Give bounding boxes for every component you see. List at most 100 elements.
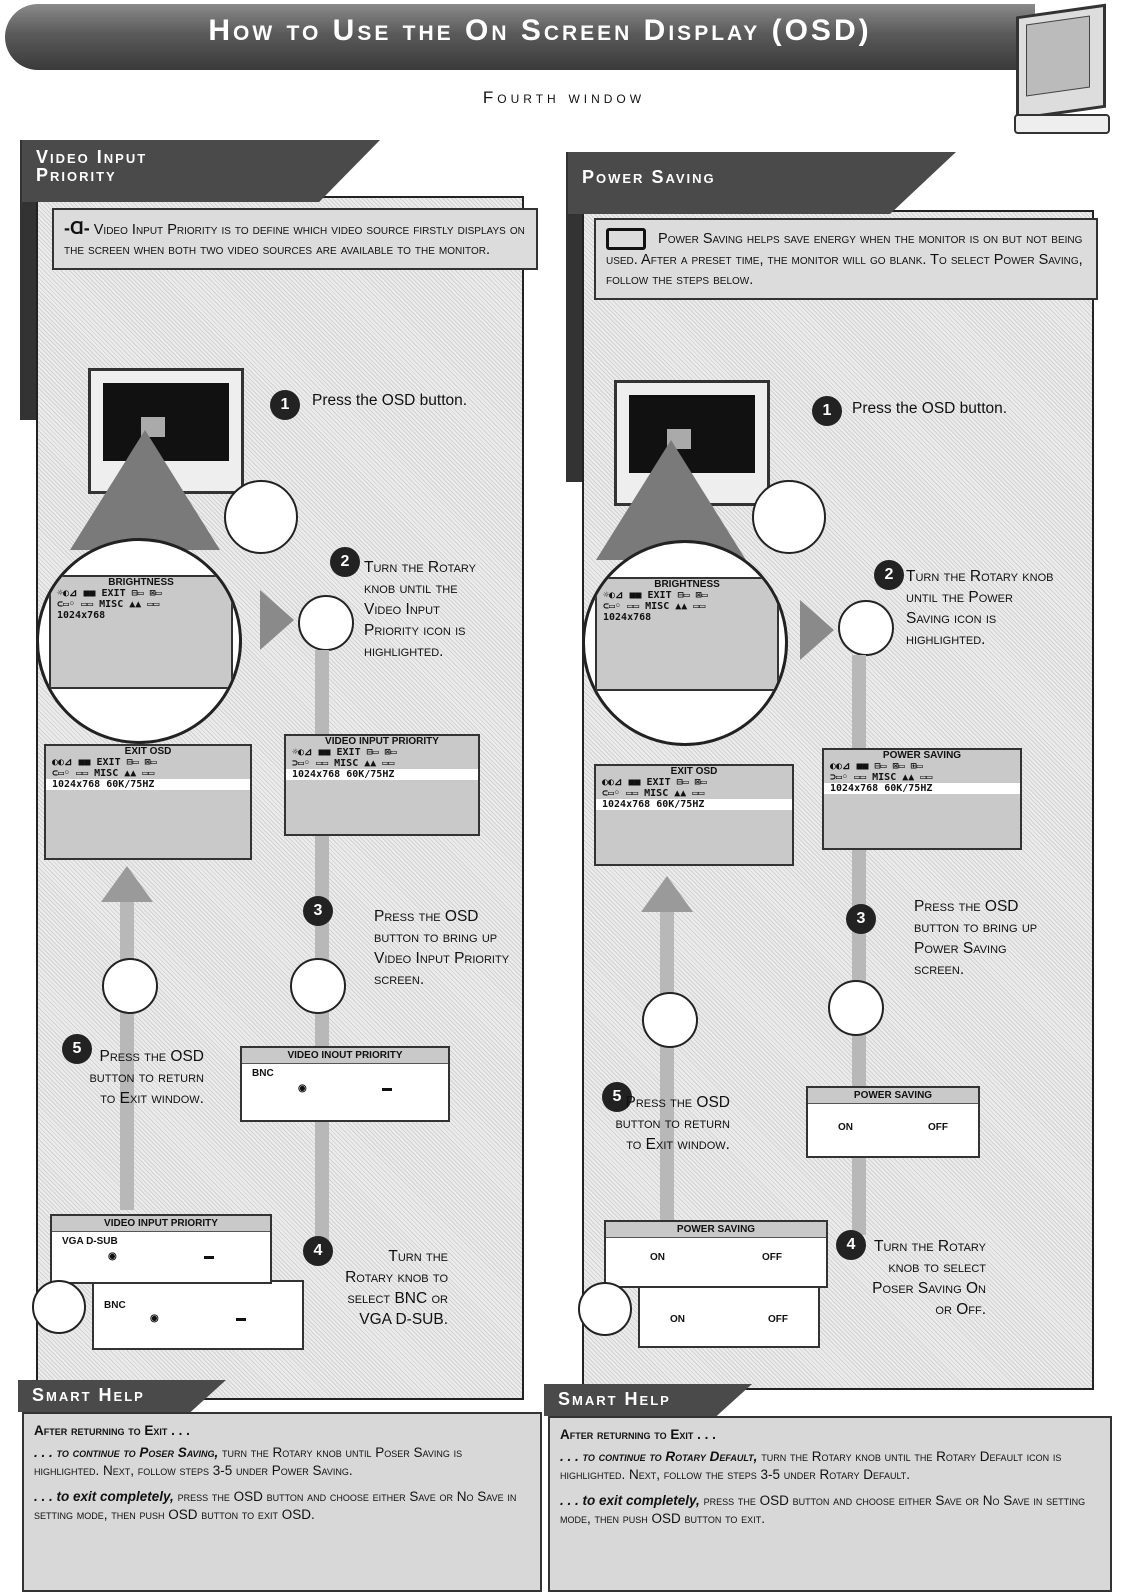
left-help-p1-em: . . . to continue to Poser Saving, <box>34 1445 219 1460</box>
left-rotary-finger-icon <box>298 595 354 651</box>
title-banner <box>5 4 1035 70</box>
right-vertical-connector-2 <box>660 910 674 1220</box>
battery-icon <box>606 228 646 250</box>
right-osd-exit-title: EXIT OSD <box>670 766 718 777</box>
left-dialog-c-option: BNC <box>104 1300 126 1311</box>
right-step-1-text: Press the OSD button. <box>852 400 1008 417</box>
left-dialog-a-title: VIDEO INOUT PRIORITY <box>242 1048 448 1064</box>
radio-selected-icon: ◉ <box>298 1083 307 1094</box>
right-dialog-c-off: OFF <box>768 1314 788 1325</box>
right-step-3-badge: 3 <box>846 904 876 934</box>
left-dialog-b-option: VGA D-SUB <box>62 1236 118 1247</box>
left-help-p1: turn the Rotary knob until Poser Saving … <box>34 1445 463 1478</box>
left-finger-icon-5 <box>102 958 158 1014</box>
left-step-2-badge: 2 <box>330 547 360 577</box>
right-osd-main-res: 1024x768 <box>830 783 879 794</box>
right-osd-main-title: POWER SAVING <box>882 750 962 761</box>
right-step-4-text: Turn the Rotary knob to select Poser Sav… <box>872 1238 986 1318</box>
right-monitor-illustration <box>614 380 770 506</box>
right-intro-text: Power Saving helps save energy when the … <box>606 230 1083 288</box>
right-osd-main-freq: 60K/75HZ <box>884 783 933 794</box>
page-title: How to Use the On Screen Display (OSD) <box>208 14 872 47</box>
left-osd-main: VIDEO INPUT PRIORITY ☼◐⊿ ■■ EXIT ⊟▭ ⊠▭ ⊃… <box>284 734 480 836</box>
radio-selected-icon: ◉ <box>108 1251 117 1262</box>
radio-icon: ▬ <box>236 1313 246 1324</box>
right-dialog-a-on: ON <box>838 1122 853 1133</box>
radio-selected-icon: ◉ <box>150 1313 159 1324</box>
left-step-1-text: Press the OSD button. <box>312 392 468 409</box>
right-step-4-badge: 4 <box>836 1230 866 1260</box>
left-finger-icon-3 <box>290 958 346 1014</box>
left-step-2-text: Turn the Rotary knob until the Video Inp… <box>364 559 476 660</box>
left-osd-exit-res: 1024x768 <box>52 779 101 790</box>
right-help-lead: After returning to Exit . . . <box>560 1427 716 1442</box>
left-finger-icon-4 <box>32 1280 86 1334</box>
right-step-5-badge: 5 <box>602 1082 632 1112</box>
left-step-1-badge: 1 <box>270 390 300 420</box>
right-dialog-a-title: POWER SAVING <box>808 1088 978 1104</box>
right-arrow-up <box>641 876 693 912</box>
left-section-title-2: Priority <box>36 165 117 185</box>
left-osd-exit: EXIT OSD ◐◐⊿ ■■ EXIT ⊟▭ ⊠▭ ⊂▭◦ ▭▭ MISC ▲… <box>44 744 252 860</box>
left-osd-exit-freq: 60K/75HZ <box>106 779 155 790</box>
left-step-4-badge: 4 <box>303 1236 333 1266</box>
right-dialog-b-on: ON <box>650 1252 665 1263</box>
right-help-p1-em: . . . to continue to Rotary Default, <box>560 1449 758 1464</box>
page-subtitle: Fourth window <box>482 88 646 107</box>
radio-icon: ▬ <box>204 1251 214 1262</box>
left-dialog-b-title: VIDEO INPUT PRIORITY <box>52 1216 270 1232</box>
right-step-2-badge: 2 <box>874 560 904 590</box>
left-dialog-c: BNC ◉ ▬ <box>92 1280 304 1350</box>
right-zoom-circle: BRIGHTNESS ☼◐⊿ ■■ EXIT ⊟▭ ⊠▭ ⊂▭◦ ▭▭ MISC… <box>582 540 788 746</box>
right-help-p2-em: . . . to exit completely, <box>560 1493 700 1508</box>
left-osd-main-title: VIDEO INPUT PRIORITY <box>325 736 439 747</box>
left-dialog-b: VIDEO INPUT PRIORITY VGA D-SUB ◉ ▬ <box>50 1214 272 1284</box>
left-help-lead: After returning to Exit . . . <box>34 1423 190 1438</box>
left-intro: -Ɑ- Video Input Priority is to define wh… <box>52 208 538 270</box>
input-priority-icon: -Ɑ- <box>64 218 90 238</box>
left-help-p2: press the OSD button and choose either S… <box>34 1489 517 1522</box>
left-dialog-a: VIDEO INOUT PRIORITY BNC ◉ ▬ <box>240 1046 450 1122</box>
left-zoom-res: 1024x768 <box>57 610 106 621</box>
left-help-p2-em: . . . to exit completely, <box>34 1489 174 1504</box>
right-intro: Power Saving helps save energy when the … <box>594 218 1098 300</box>
left-osd-exit-title: EXIT OSD <box>124 746 172 757</box>
right-rotary-finger-icon <box>838 600 894 656</box>
right-step-1-badge: 1 <box>812 396 842 426</box>
right-finger-icon-1 <box>752 480 826 554</box>
right-osd-exit-res: 1024x768 <box>602 799 651 810</box>
left-section-title-1: Video Input <box>36 147 148 167</box>
right-finger-icon-4 <box>578 1282 632 1336</box>
left-intro-text: Video Input Priority is to define which … <box>64 222 525 258</box>
left-dialog-a-option: BNC <box>252 1068 274 1079</box>
right-arrow-right <box>800 600 834 660</box>
left-section-tab: Video Input Priority <box>22 140 380 202</box>
right-step-5-text: Press the OSD button to return to Exit w… <box>615 1094 730 1153</box>
right-help-box: After returning to Exit . . . . . . to c… <box>548 1416 1112 1592</box>
right-finger-icon-3 <box>828 980 884 1036</box>
left-step-5-badge: 5 <box>62 1034 92 1064</box>
right-help-p1: turn the Rotary knob until the Rotary De… <box>560 1449 1062 1482</box>
right-dialog-b-off: OFF <box>762 1252 782 1263</box>
right-finger-icon-5 <box>642 992 698 1048</box>
right-dialog-b: POWER SAVING ON OFF <box>604 1220 828 1288</box>
left-side-bar <box>20 140 38 420</box>
right-dialog-a-off: OFF <box>928 1122 948 1133</box>
right-osd-main: POWER SAVING ◐◐⊿ ■■ ⊟▭ ⊠▭ ⊞▭ ⊃▭◦ ▭▭ MISC… <box>822 748 1022 850</box>
monitor-illustration <box>1012 3 1112 136</box>
left-step-4-text: Turn the Rotary knob to select BNC or VG… <box>345 1248 448 1328</box>
left-arrow-right <box>260 590 294 650</box>
left-zoom-osd-title: BRIGHTNESS <box>108 577 174 588</box>
left-osd-main-freq: 60K/75HZ <box>346 769 395 780</box>
right-dialog-c-on: ON <box>670 1314 685 1325</box>
left-step-5-text: Press the OSD button to return to Exit w… <box>89 1048 204 1107</box>
left-step-3-text: Press the OSD button to bring up Video I… <box>374 908 510 988</box>
right-dialog-b-title: POWER SAVING <box>606 1222 826 1238</box>
right-dialog-c: ON OFF <box>638 1284 820 1348</box>
right-step-2-text: Turn the Rotary knob until the Power Sav… <box>906 568 1054 648</box>
right-section-tab: Power Saving <box>568 152 956 214</box>
left-help-box: After returning to Exit . . . . . . to c… <box>22 1412 542 1592</box>
left-osd-main-res: 1024x768 <box>292 769 341 780</box>
right-zoom-osd-title: BRIGHTNESS <box>654 579 720 590</box>
right-osd-exit-freq: 60K/75HZ <box>656 799 705 810</box>
